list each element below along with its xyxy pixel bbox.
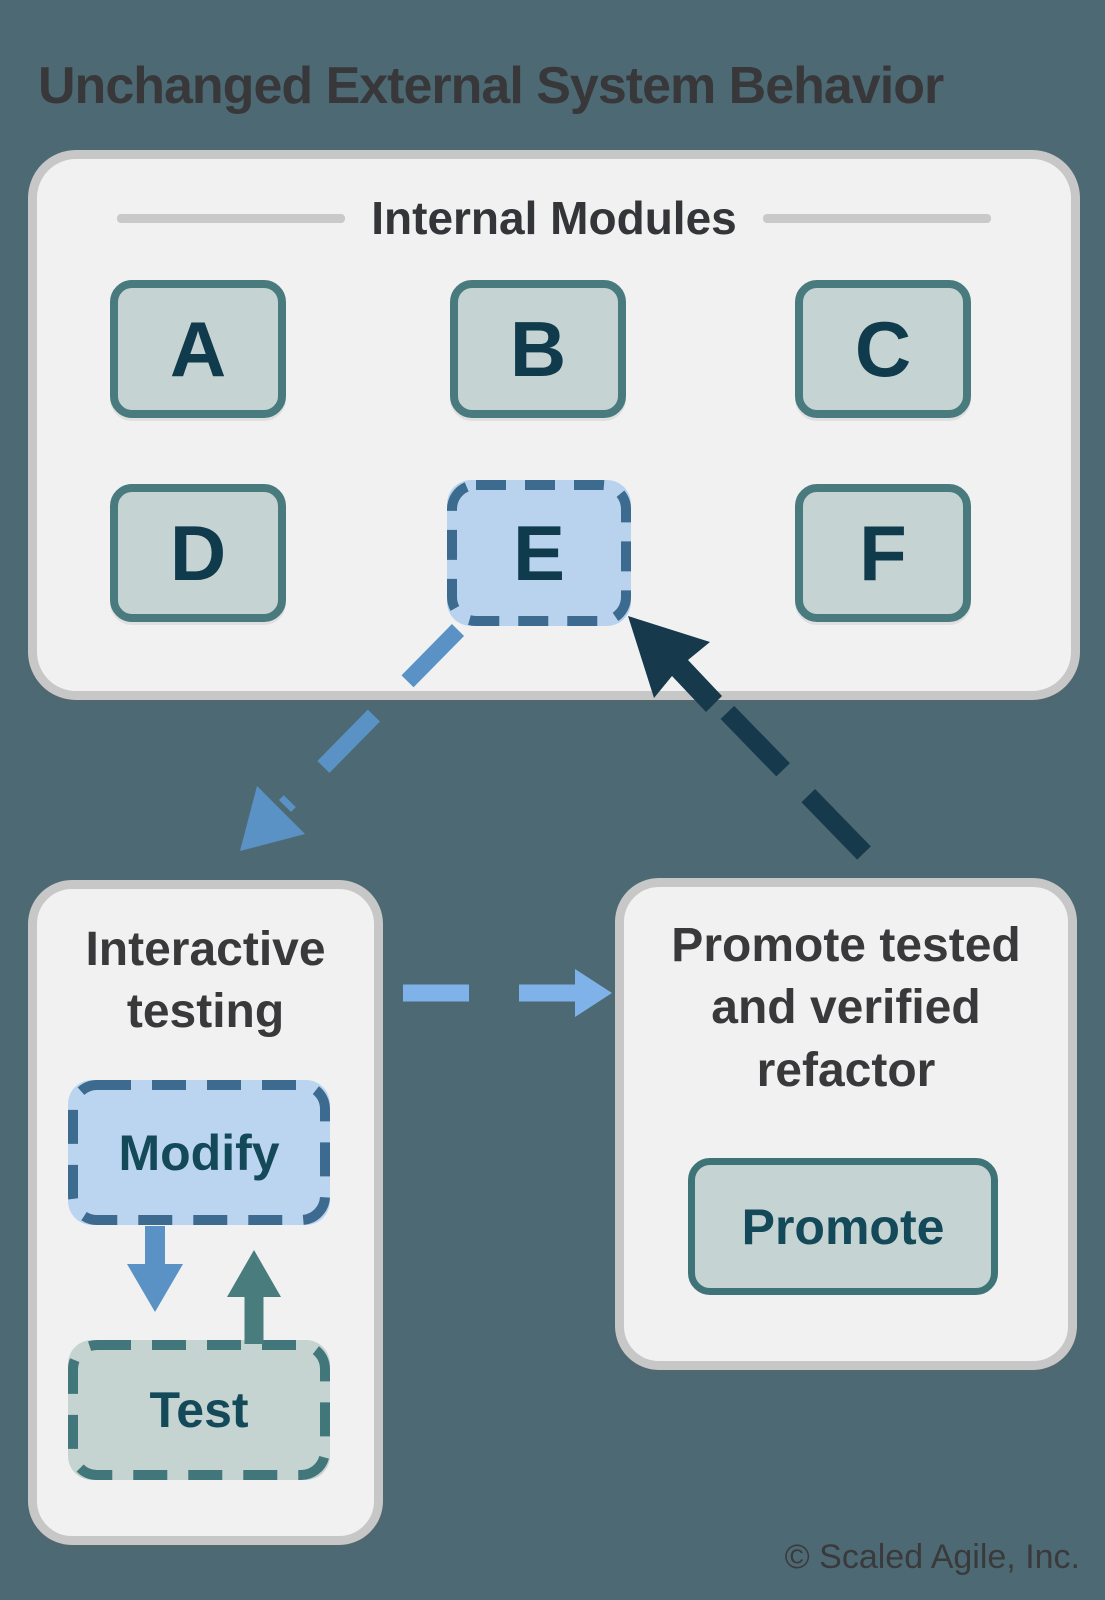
modify-box[interactable]: Modify [68,1080,330,1225]
interactive-testing-panel: Interactive testing Modify Test [28,880,383,1545]
copyright-text: © Scaled Agile, Inc. [784,1538,1080,1576]
internal-modules-heading: Internal Modules [371,192,737,244]
test-label: Test [149,1382,249,1438]
module-box-e-highlighted[interactable]: E [447,480,631,626]
module-box-c[interactable]: C [795,280,971,418]
module-box-f[interactable]: F [795,484,971,622]
arrow-testing-to-promote-icon [403,969,612,1017]
promote-button-label: Promote [741,1198,945,1255]
internal-modules-header: Internal Modules [37,191,1071,245]
module-box-d[interactable]: D [110,484,286,622]
header-rule-right [762,213,991,223]
module-box-a[interactable]: A [110,280,286,418]
page-title: Unchanged External System Behavior [38,56,944,115]
test-box[interactable]: Test [68,1340,330,1480]
promote-button[interactable]: Promote [688,1158,998,1295]
module-label-e: E [512,508,566,597]
module-box-b[interactable]: B [450,280,626,418]
interactive-testing-heading: Interactive testing [85,923,326,1039]
promote-panel: Promote tested and verified refactor Pro… [615,878,1077,1370]
internal-modules-panel: Internal Modules A B C D E F [28,150,1080,700]
promote-heading: Promote tested and verified refactor [671,919,1021,1097]
modify-label: Modify [118,1124,280,1181]
header-rule-left [117,213,346,223]
